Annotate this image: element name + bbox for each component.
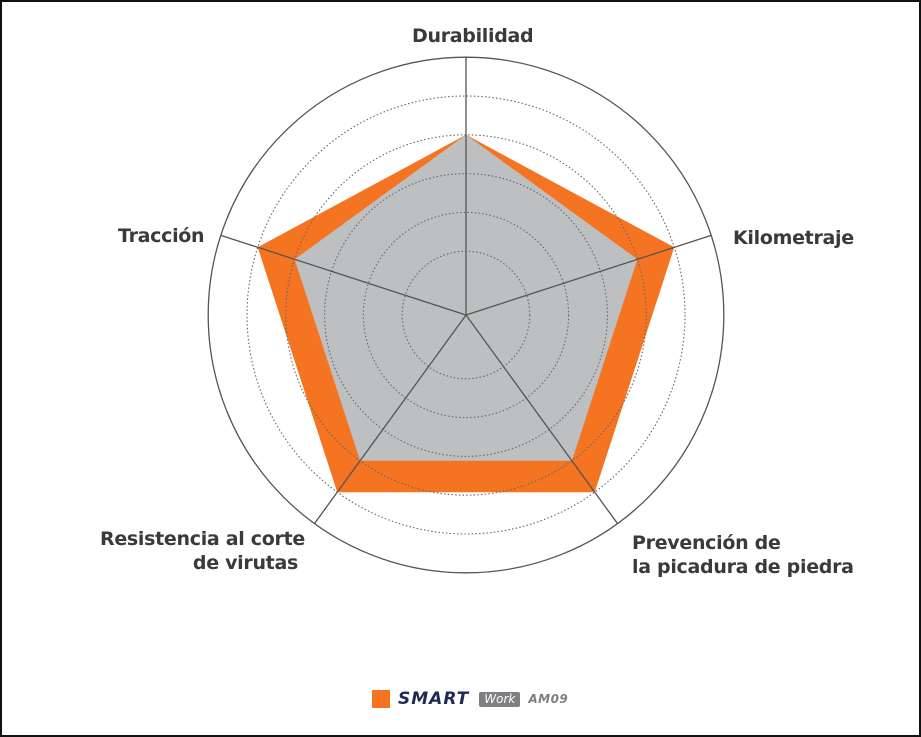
axis-label-prevencion: Prevención de la picadura de piedra <box>632 531 854 579</box>
axis-spoke <box>313 314 467 524</box>
grid-ring <box>285 134 647 496</box>
axis-label-kilometraje: Kilometraje <box>733 227 854 249</box>
legend-brand: SMART <box>398 689 470 709</box>
grid-ring <box>362 211 570 419</box>
legend: SMART Work AM09 <box>372 688 568 710</box>
legend-line: Work <box>479 691 521 707</box>
axis-spoke <box>465 314 619 524</box>
axis-spoke <box>220 234 467 316</box>
axis-label-prevencion-line1: Prevención de <box>632 532 781 554</box>
grid-ring <box>246 95 686 535</box>
axis-label-durabilidad: Durabilidad <box>412 25 534 47</box>
legend-swatch <box>372 690 390 708</box>
axis-label-resistencia-line2: de virutas <box>192 552 298 574</box>
axis-label-resistencia-line1: Resistencia al corte <box>100 528 305 550</box>
axis-spoke <box>465 234 712 316</box>
axis-label-traccion: Tracción <box>118 225 205 247</box>
axis-label-prevencion-line2: la picadura de piedra <box>632 556 854 578</box>
legend-model: AM09 <box>528 692 569 706</box>
axis-label-resistencia: Resistencia al corte de virutas <box>100 527 305 575</box>
